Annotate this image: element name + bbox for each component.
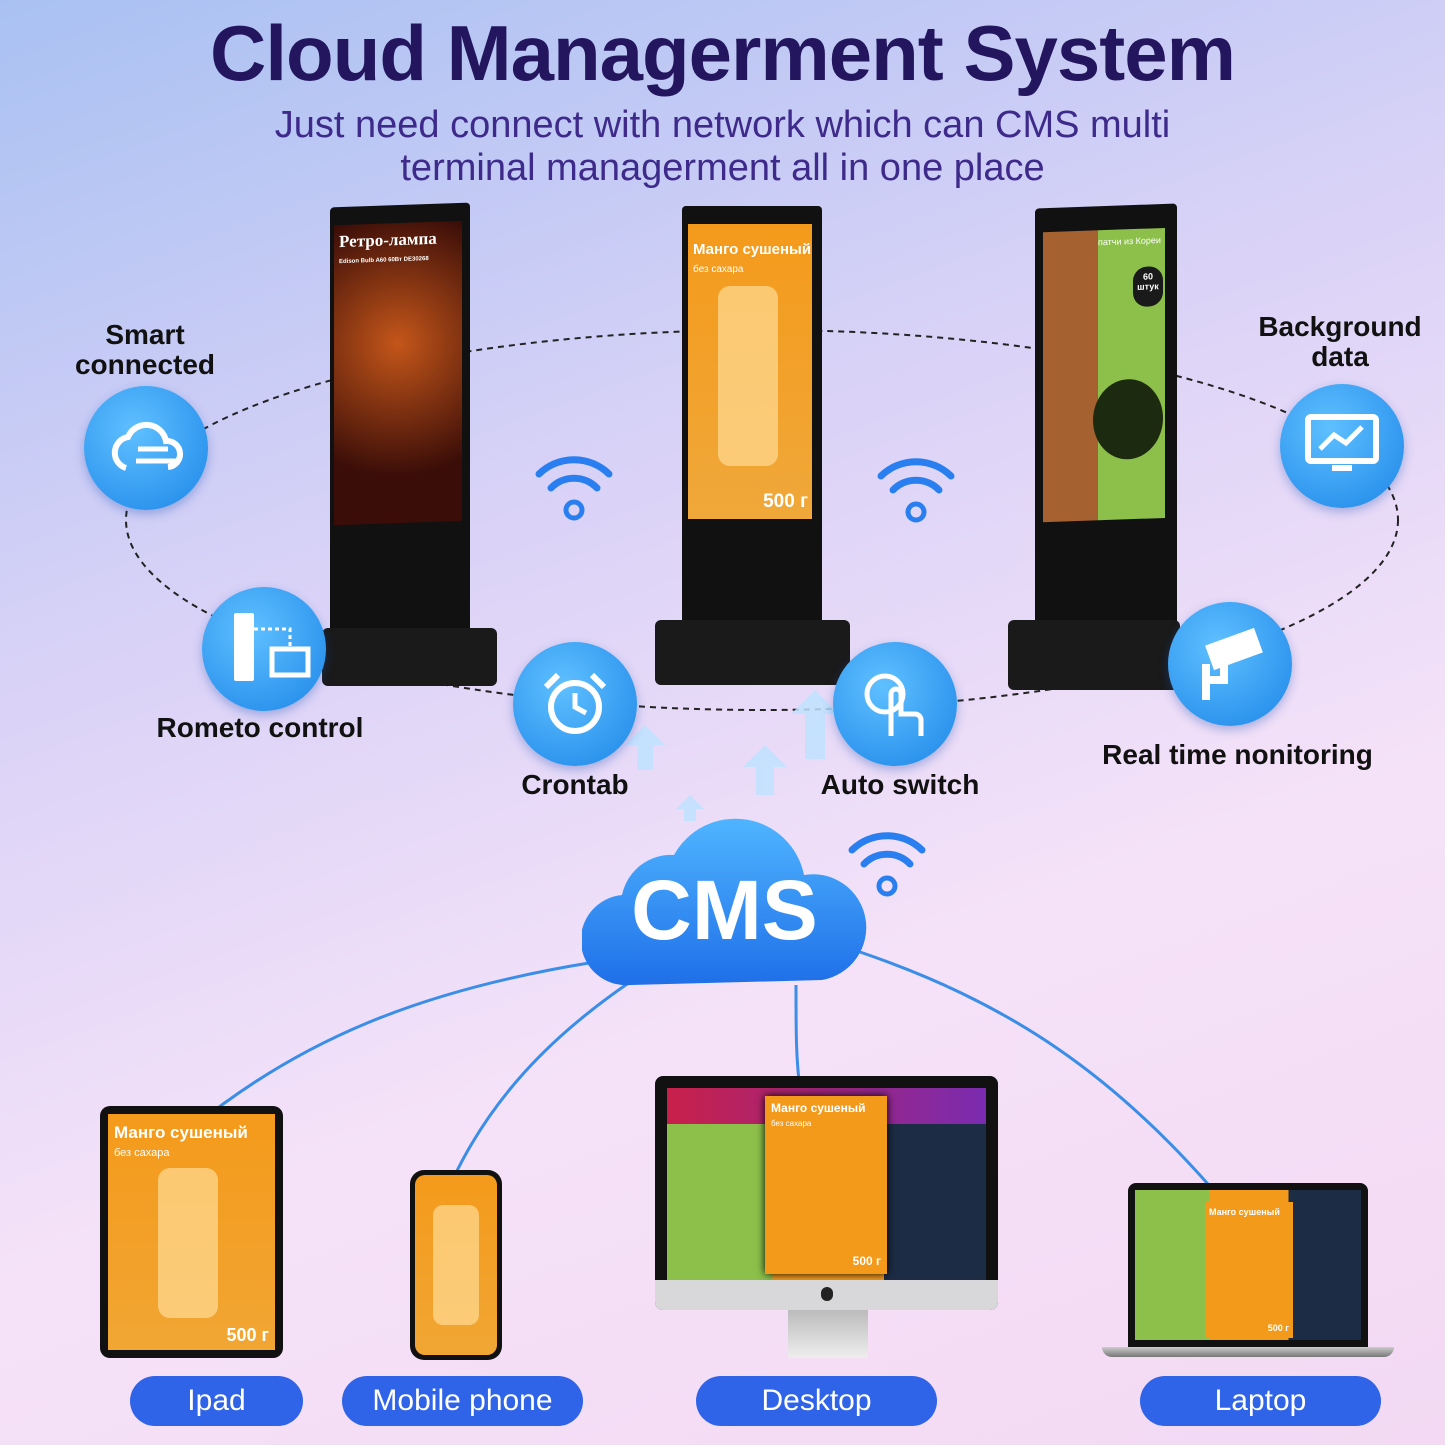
monitor-chart-icon (1280, 384, 1404, 508)
screen-price: 500 г (226, 1325, 269, 1346)
device-label-ipad: Ipad (130, 1376, 303, 1426)
remote-devices-icon (202, 587, 326, 711)
ipad-screen: Манго сушеный без сахара 500 г (108, 1114, 275, 1350)
kiosk-base (655, 620, 850, 685)
screen-subtitle: Edison Bulb A60 60Вт DE30268 (339, 255, 429, 266)
kiosk-screen: Манго сушеный без сахара 500 г (688, 224, 812, 519)
screen-title: Манго сушеный (693, 241, 812, 258)
feature-label-remote-control: Rometo control (156, 712, 364, 743)
product-jar (1093, 378, 1163, 461)
tap-hand-icon (833, 642, 957, 766)
subtitle-line-2: terminal managerment all in one place (400, 147, 1045, 189)
feature-label-crontab: Crontab (521, 769, 629, 800)
wifi-icon (848, 832, 926, 897)
line-to-ipad (191, 960, 596, 1130)
feature-label-auto-switch: Auto switch (820, 769, 980, 800)
desktop-monitor: Манго сушеный без сахара 500 г (655, 1076, 998, 1310)
kiosk-base (322, 628, 497, 686)
alarm-clock-icon (513, 642, 637, 766)
device-label-mobile-phone: Mobile phone (342, 1376, 583, 1426)
wifi-icon (877, 458, 955, 523)
product-jar (158, 1168, 218, 1318)
phone-screen (415, 1175, 497, 1355)
screen-price: 500 г (763, 491, 808, 513)
monitor-stand (788, 1310, 868, 1358)
feature-label-smart-connected: Smart connected (74, 319, 216, 380)
screen-price: 500 г (1267, 1323, 1289, 1334)
ipad-device: Манго сушеный без сахара 500 г (100, 1106, 283, 1358)
product-jar (718, 286, 778, 466)
cms-cloud (582, 818, 867, 986)
screen-title: Манго сушеный (114, 1123, 248, 1142)
feature-label-background-data: Background data (1258, 311, 1422, 372)
upload-arrows (625, 690, 839, 821)
cms-label: CMS (631, 863, 818, 957)
screen-subtitle: без сахара (771, 1119, 812, 1128)
cloud-network-icon (84, 386, 208, 510)
kiosk-display-2: Манго сушеный без сахара 500 г (682, 206, 822, 646)
wifi-icon (535, 456, 613, 521)
page-title: Cloud Managerment System (210, 9, 1236, 97)
screen-title: Манго сушеный (1209, 1207, 1280, 1217)
screen-title: Ретро-лампа (339, 228, 437, 252)
feature-label-real-time-monitoring: Real time nonitoring (1102, 739, 1373, 770)
mobile-phone-device (410, 1170, 502, 1360)
cctv-camera-icon (1168, 602, 1292, 726)
device-label-desktop: Desktop (696, 1376, 937, 1426)
subtitle-line-1: Just need connect with network which can… (274, 104, 1171, 146)
line-to-desktop (794, 984, 802, 1089)
kiosk-screen: Ретро-лампа Edison Bulb A60 60Вт DE30268 (334, 220, 462, 526)
monitor-chin (655, 1280, 998, 1310)
screen-subtitle: без сахара (693, 264, 744, 275)
kiosk-base (1008, 620, 1180, 690)
line-to-laptop (859, 950, 1250, 1233)
screen-subtitle: без сахара (114, 1147, 170, 1159)
screen-badge: 60 штук (1133, 266, 1163, 308)
screen-price: 500 г (852, 1253, 881, 1268)
screen-product-card: Манго сушеный 500 г (1205, 1202, 1293, 1338)
laptop-base (1102, 1347, 1394, 1357)
screen-product-card: Манго сушеный без сахара 500 г (765, 1096, 887, 1274)
laptop-screen: Манго сушеный 500 г (1135, 1190, 1361, 1340)
product-jar (433, 1205, 479, 1325)
screen-title: патчи из Кореи (1098, 235, 1161, 248)
kiosk-screen: патчи из Кореи 60 штук (1043, 227, 1165, 523)
apple-logo-icon (820, 1287, 833, 1301)
kiosk-display-1: Ретро-лампа Edison Bulb A60 60Вт DE30268 (330, 202, 470, 648)
page-subtitle: Just need connect with network which can… (0, 104, 1445, 190)
kiosk-display-3: патчи из Кореи 60 штук (1035, 203, 1177, 649)
device-label-laptop: Laptop (1140, 1376, 1381, 1426)
laptop-device: Манго сушеный 500 г (1128, 1183, 1368, 1347)
desktop-screen: Манго сушеный без сахара 500 г (667, 1088, 986, 1280)
screen-title: Манго сушеный (771, 1101, 866, 1115)
